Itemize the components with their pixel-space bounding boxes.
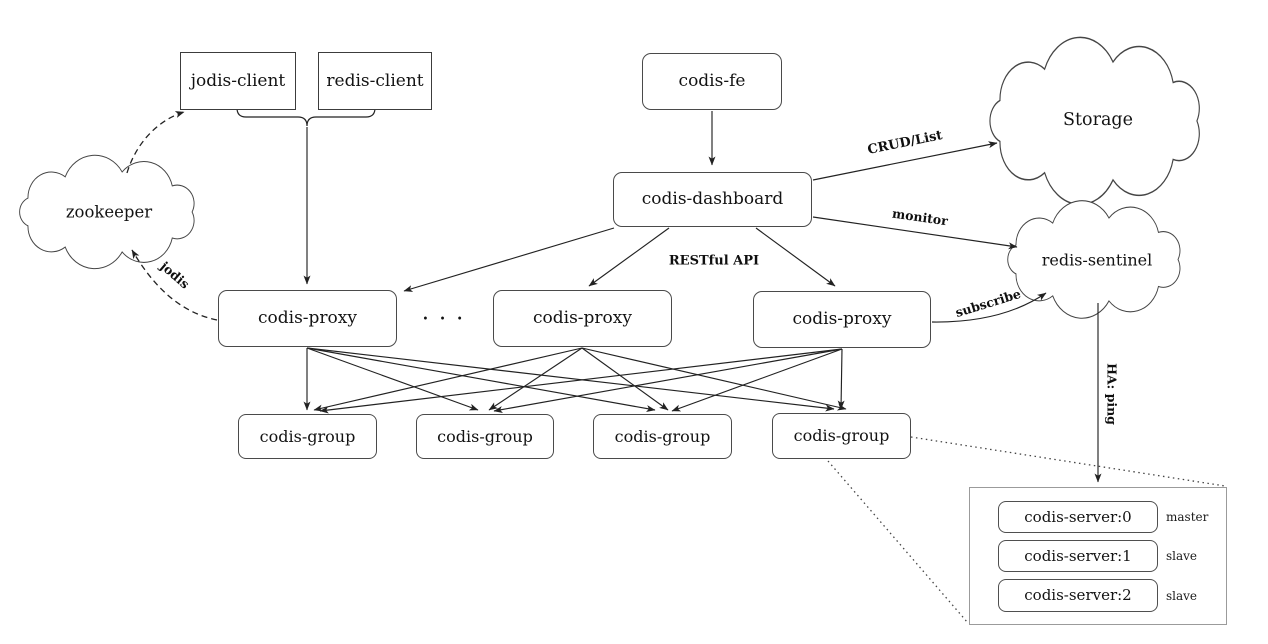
node-codis-group-2: codis-group	[416, 414, 554, 459]
edge-dashboard-to-storage	[812, 141, 998, 181]
node-codis-group-3: codis-group	[593, 414, 732, 459]
node-redis-client-label: redis-client	[326, 70, 424, 91]
node-codis-server-0: codis-server:0	[998, 501, 1158, 533]
cloud-redis-sentinel-label: redis-sentinel	[1041, 250, 1153, 270]
edge-proxy2-group4	[581, 347, 847, 411]
node-codis-dashboard-label: codis-dashboard	[641, 189, 784, 209]
node-codis-group-2-label: codis-group	[437, 426, 533, 446]
node-codis-proxy-1-label: codis-proxy	[258, 308, 357, 328]
node-codis-server-2: codis-server:2	[998, 579, 1158, 612]
edge-dashboard-to-proxy1	[403, 227, 615, 292]
node-codis-group-4: codis-group	[772, 413, 911, 459]
node-codis-proxy-2: codis-proxy	[493, 290, 672, 347]
role-label-master: master	[1166, 510, 1209, 524]
detail-link-top	[910, 436, 1226, 487]
edge-proxy2-group2	[488, 347, 583, 411]
edge-proxy2-group1	[313, 347, 583, 412]
node-redis-client: redis-client	[318, 52, 432, 110]
cloud-zookeeper-label: zookeeper	[65, 202, 153, 222]
edge-label-restful-api: RESTful API	[668, 253, 760, 269]
node-codis-group-3-label: codis-group	[614, 426, 711, 446]
edge-dashboard-to-sentinel	[812, 216, 1018, 250]
node-codis-proxy-2-label: codis-proxy	[533, 308, 632, 328]
node-codis-proxy-1: codis-proxy	[218, 290, 397, 347]
edge-label-ha-ping: HA: ping	[1104, 363, 1120, 425]
node-codis-proxy-3: codis-proxy	[753, 291, 931, 348]
edge-proxy3-group2	[493, 348, 843, 413]
cloud-storage-label: Storage	[1063, 110, 1133, 130]
edge-proxy2-group3	[581, 347, 669, 411]
node-codis-fe-label: codis-fe	[678, 71, 746, 91]
edge-proxy1-group2	[306, 347, 479, 411]
edge-proxy3-group4	[837, 348, 845, 410]
node-jodis-client: jodis-client	[180, 52, 296, 110]
detail-link-bottom	[827, 460, 969, 624]
role-label-slave-2: slave	[1166, 589, 1198, 603]
edge-zookeeper-to-jodis-client	[126, 111, 185, 174]
node-codis-dashboard: codis-dashboard	[613, 172, 812, 227]
node-codis-server-2-label: codis-server:2	[1024, 586, 1132, 604]
node-codis-server-1-label: codis-server:1	[1024, 546, 1132, 565]
edge-proxy3-group1	[319, 348, 843, 414]
node-codis-group-4-label: codis-group	[793, 426, 890, 445]
node-jodis-client-label: jodis-client	[190, 70, 286, 91]
node-codis-proxy-3-label: codis-proxy	[792, 309, 892, 329]
edge-proxy3-group3	[671, 348, 843, 412]
edge-proxy1-to-zookeeper-jodis	[131, 249, 218, 321]
edge-proxy1-group4	[306, 347, 835, 412]
node-codis-server-0-label: codis-server:0	[1024, 507, 1132, 526]
role-label-slave-1: slave	[1166, 549, 1198, 563]
edge-proxy1-group3	[306, 347, 656, 412]
clients-brace	[236, 107, 376, 127]
edge-dashboard-to-proxy3	[755, 227, 836, 287]
node-codis-server-1: codis-server:1	[998, 540, 1158, 572]
edge-dashboard-to-proxy2	[588, 227, 670, 287]
node-codis-group-1-label: codis-group	[259, 426, 356, 446]
edge-proxy3-to-sentinel-subscribe	[931, 292, 1047, 323]
node-codis-group-1: codis-group	[238, 414, 377, 459]
node-codis-fe: codis-fe	[642, 53, 782, 110]
proxy-ellipsis: · · ·	[422, 308, 466, 328]
